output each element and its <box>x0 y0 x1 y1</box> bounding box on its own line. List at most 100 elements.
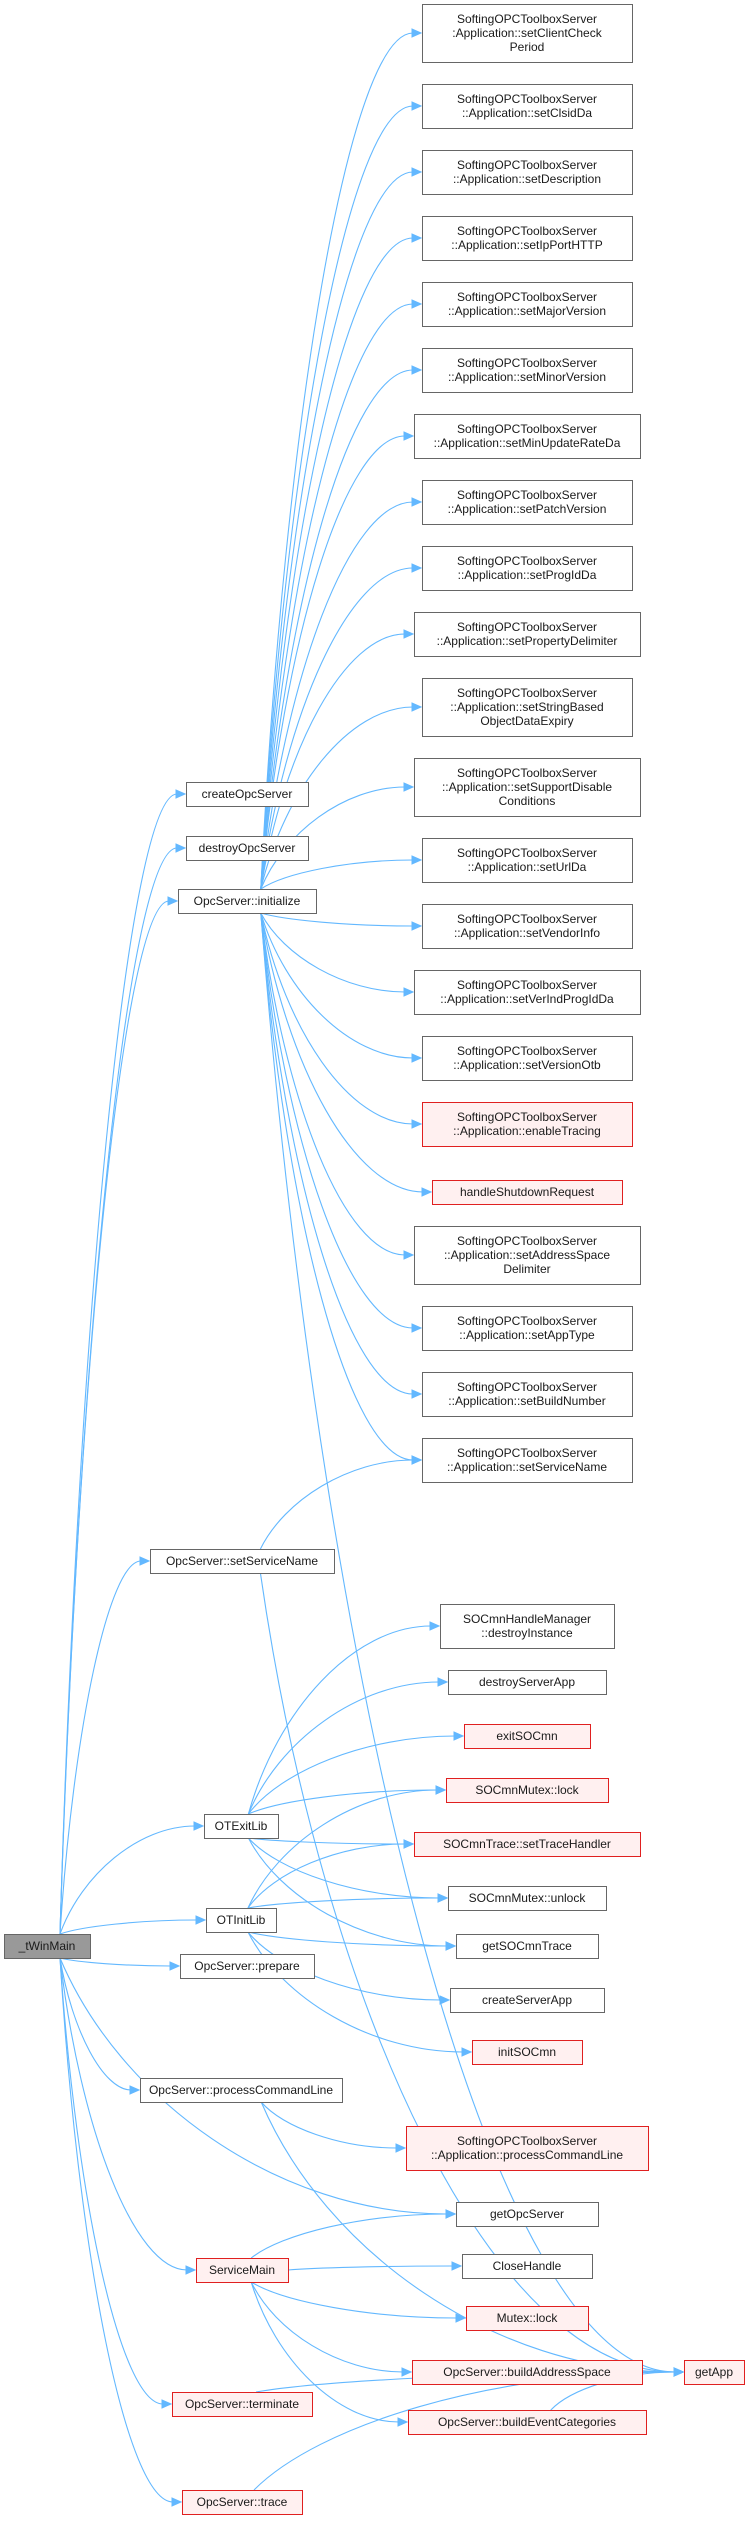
edge-n-init-to-n-urlda <box>260 859 414 890</box>
node-n-svcmain[interactable]: ServiceMain <box>196 2258 289 2283</box>
node-n-prepare[interactable]: OpcServer::prepare <box>180 1954 315 1979</box>
node-label: createServerApp <box>482 1993 572 2007</box>
node-n-dsrvapp[interactable]: destroyServerApp <box>448 1670 607 1695</box>
node-n-verotb[interactable]: SoftingOPCToolboxServer::Application::se… <box>422 1036 633 1081</box>
node-label: SoftingOPCToolboxServer <box>457 2134 597 2148</box>
node-n-getopc[interactable]: getOpcServer <box>456 2202 599 2227</box>
node-n-apptype[interactable]: SoftingOPCToolboxServer::Application::se… <box>422 1306 633 1351</box>
edge-n-svcmain-to-n-bec <box>250 2281 400 2423</box>
node-n-clsid[interactable]: SoftingOPCToolboxServer::Application::se… <box>422 84 633 129</box>
arrowhead <box>451 2261 463 2271</box>
node-n-addrdelim[interactable]: SoftingOPCToolboxServer::Application::se… <box>414 1226 641 1285</box>
arrowhead <box>411 702 423 712</box>
node-n-mlock[interactable]: SOCmnMutex::lock <box>446 1778 609 1803</box>
node-n-urlda[interactable]: SoftingOPCToolboxServer::Application::se… <box>422 838 633 883</box>
node-box <box>414 1226 641 1285</box>
node-n-tracing[interactable]: SoftingOPCToolboxServer::Application::en… <box>422 1102 633 1147</box>
edge-n-init-to-n-major <box>260 303 414 890</box>
node-n-ipport[interactable]: SoftingOPCToolboxServer::Application::se… <box>422 216 633 261</box>
arrowhead <box>411 1389 423 1399</box>
node-label: OpcServer::buildAddressSpace <box>443 2365 611 2379</box>
node-n-csrvapp[interactable]: createServerApp <box>450 1988 605 2013</box>
edge-n-otexit-to-n-trhandler <box>248 1837 406 1845</box>
node-n-otinit[interactable]: OTInitLib <box>206 1908 277 1933</box>
node-n-verind[interactable]: SoftingOPCToolboxServer::Application::se… <box>414 970 641 1015</box>
node-n-exitsoc[interactable]: exitSOCmn <box>464 1724 591 1749</box>
node-n-terminate[interactable]: OpcServer::terminate <box>172 2392 313 2417</box>
edge-root-to-n-prepare <box>59 1957 172 1967</box>
node-n-propdelim[interactable]: SoftingOPCToolboxServer::Application::se… <box>414 612 641 657</box>
node-label: ::Application::setAddressSpace <box>444 1248 610 1262</box>
node-label: SoftingOPCToolboxServer <box>457 1314 597 1328</box>
node-root[interactable]: _tWinMain <box>4 1934 91 1959</box>
node-n-getapp[interactable]: getApp <box>684 2360 745 2385</box>
node-n-strexpiry[interactable]: SoftingOPCToolboxServer::Application::se… <box>422 678 633 737</box>
arrowhead <box>411 233 423 243</box>
node-label: destroyOpcServer <box>199 841 296 855</box>
node-box <box>422 1372 633 1417</box>
node-box <box>186 782 309 807</box>
node-n-apcl[interactable]: SoftingOPCToolboxServer::Application::pr… <box>406 2126 649 2171</box>
node-label: ::Application::setBuildNumber <box>448 1394 605 1408</box>
node-n-bas[interactable]: OpcServer::buildAddressSpace <box>412 2360 643 2385</box>
node-label: SoftingOPCToolboxServer <box>457 1446 597 1460</box>
node-n-init[interactable]: OpcServer::initialize <box>178 889 317 914</box>
node-box <box>140 2078 343 2103</box>
node-box <box>422 348 633 393</box>
node-label: SoftingOPCToolboxServer <box>457 978 597 992</box>
node-n-shutdown[interactable]: handleShutdownRequest <box>432 1180 623 1205</box>
edge-n-init-to-n-verind <box>260 912 406 993</box>
node-n-closeh[interactable]: CloseHandle <box>462 2254 593 2279</box>
node-label: OpcServer::initialize <box>194 894 301 908</box>
node-label: SoftingOPCToolboxServer <box>457 846 597 860</box>
node-box <box>172 2392 313 2417</box>
arrowhead <box>171 2497 183 2507</box>
node-label: ::Application::setPropertyDelimiter <box>437 634 618 648</box>
node-label: getSOCmnTrace <box>482 1939 572 1953</box>
node-n-create[interactable]: createOpcServer <box>186 782 309 807</box>
node-label: SoftingOPCToolboxServer <box>457 356 597 370</box>
node-box <box>414 414 641 459</box>
node-n-hmgr[interactable]: SOCmnHandleManager::destroyInstance <box>440 1604 615 1649</box>
node-label: SoftingOPCToolboxServer <box>457 224 597 238</box>
edge-root-to-n-init <box>59 900 170 1935</box>
node-n-trhandler[interactable]: SOCmnTrace::setTraceHandler <box>414 1832 641 1857</box>
node-n-patch[interactable]: SoftingOPCToolboxServer::Application::se… <box>422 480 633 525</box>
node-n-munlock[interactable]: SOCmnMutex::unlock <box>448 1886 607 1911</box>
node-box <box>464 1724 591 1749</box>
node-label: Mutex::lock <box>497 2311 559 2325</box>
node-label: ::Application::setMajorVersion <box>448 304 606 318</box>
node-n-bec[interactable]: OpcServer::buildEventCategories <box>408 2410 647 2435</box>
node-n-setsvc[interactable]: OpcServer::setServiceName <box>150 1549 335 1574</box>
node-label: SoftingOPCToolboxServer <box>457 912 597 926</box>
node-n-gettrace[interactable]: getSOCmnTrace <box>456 1934 599 1959</box>
node-n-progid[interactable]: SoftingOPCToolboxServer::Application::se… <box>422 546 633 591</box>
node-box <box>462 2254 593 2279</box>
node-n-buildnum[interactable]: SoftingOPCToolboxServer::Application::se… <box>422 1372 633 1417</box>
node-n-trace[interactable]: OpcServer::trace <box>182 2490 303 2515</box>
node-n-mutexlock[interactable]: Mutex::lock <box>466 2306 589 2331</box>
edge-n-init-to-n-apptype <box>260 912 414 1329</box>
node-n-vendor[interactable]: SoftingOPCToolboxServer::Application::se… <box>422 904 633 949</box>
node-n-minupd[interactable]: SoftingOPCToolboxServer::Application::se… <box>414 414 641 459</box>
node-n-svcname-app[interactable]: SoftingOPCToolboxServer::Application::se… <box>422 1438 633 1483</box>
node-label: ::Application::setVersionOtb <box>453 1058 601 1072</box>
node-n-desc[interactable]: SoftingOPCToolboxServer::Application::se… <box>422 150 633 195</box>
node-n-minor[interactable]: SoftingOPCToolboxServer::Application::se… <box>422 348 633 393</box>
node-label: SoftingOPCToolboxServer <box>457 488 597 502</box>
node-n-major[interactable]: SoftingOPCToolboxServer::Application::se… <box>422 282 633 327</box>
node-n-initsoc[interactable]: initSOCmn <box>472 2040 583 2065</box>
node-label: SoftingOPCToolboxServer <box>457 1044 597 1058</box>
node-label: destroyServerApp <box>479 1675 575 1689</box>
node-n-destroy[interactable]: destroyOpcServer <box>186 836 309 861</box>
node-n-otexit[interactable]: OTExitLib <box>204 1814 279 1839</box>
arrowhead <box>411 28 423 38</box>
node-n-suppdis[interactable]: SoftingOPCToolboxServer::Application::se… <box>414 758 641 817</box>
node-label: SoftingOPCToolboxServer <box>457 620 597 634</box>
node-label: OTExitLib <box>215 1819 268 1833</box>
node-n-checkperiod[interactable]: SoftingOPCToolboxServer:Application::set… <box>422 4 633 63</box>
node-label: getApp <box>695 2365 733 2379</box>
edge-n-otexit-to-n-mlock <box>248 1789 438 1815</box>
node-n-pcl[interactable]: OpcServer::processCommandLine <box>140 2078 343 2103</box>
node-box <box>422 1036 633 1081</box>
